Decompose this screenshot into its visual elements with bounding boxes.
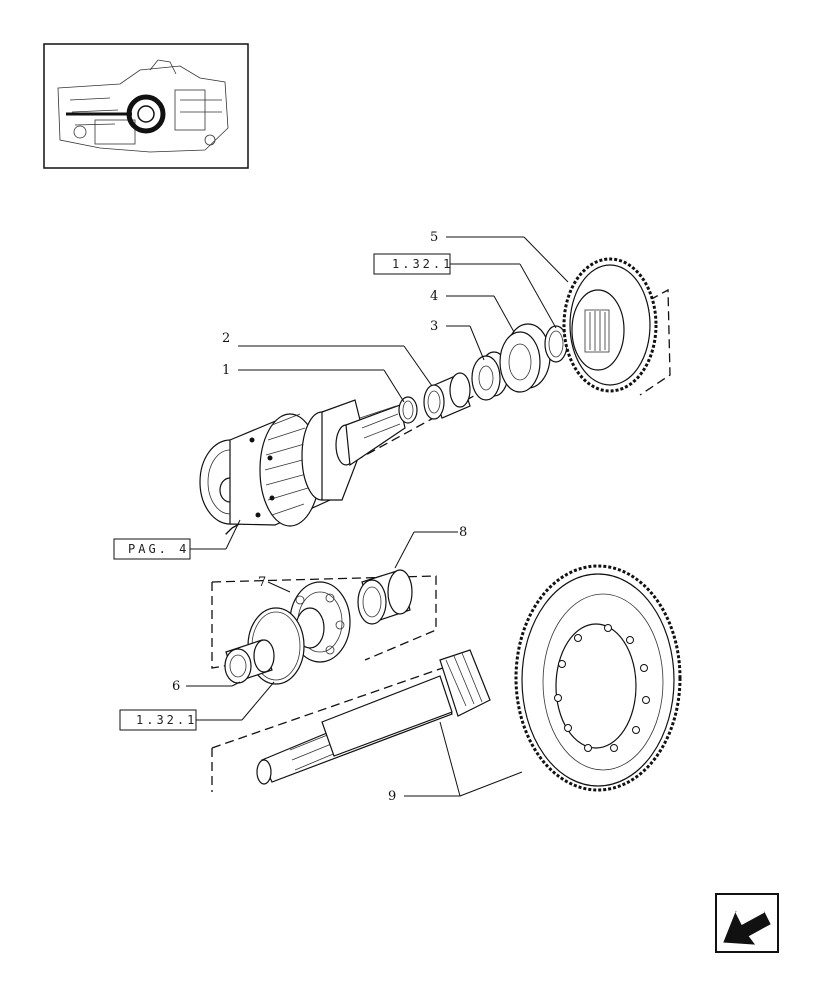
- reference-box-top[interactable]: 1.32.1: [373, 253, 453, 275]
- callout-7: 7: [258, 575, 266, 590]
- bearing-cup-part-4: [499, 323, 551, 393]
- reference-box-page[interactable]: PAG. 4: [113, 538, 191, 560]
- snap-ring-part-1: [398, 396, 418, 424]
- reference-box-bottom[interactable]: 1.32.1: [119, 709, 197, 731]
- callout-1: 1: [222, 363, 230, 378]
- reference-page-label: PAG. 4: [128, 542, 189, 556]
- needle-bearing-part-2: [423, 372, 471, 420]
- reference-bottom-label: 1.32.1: [136, 713, 197, 727]
- crown-wheel-part-9: [514, 564, 682, 792]
- callout-8: 8: [459, 525, 467, 540]
- callout-3: 3: [430, 319, 438, 334]
- callout-9: 9: [388, 789, 396, 804]
- callout-4: 4: [430, 289, 438, 304]
- bearing-cone-part-3: [471, 351, 509, 401]
- callout-2: 2: [222, 331, 230, 346]
- callout-5: 5: [430, 230, 438, 245]
- locator-thumbnail: [43, 43, 249, 169]
- callout-6: 6: [172, 679, 180, 694]
- clutch-shaft-assembly: [199, 399, 406, 527]
- return-arrow-icon[interactable]: [715, 893, 779, 953]
- driven-gear-part-5: [562, 257, 658, 393]
- bevel-pinion-shaft-part-9: [256, 649, 491, 785]
- reference-top-label: 1.32.1: [392, 257, 453, 271]
- sleeve-part-8: [357, 569, 413, 625]
- leader-lines: [186, 236, 569, 797]
- spacer-part-6: [224, 639, 275, 684]
